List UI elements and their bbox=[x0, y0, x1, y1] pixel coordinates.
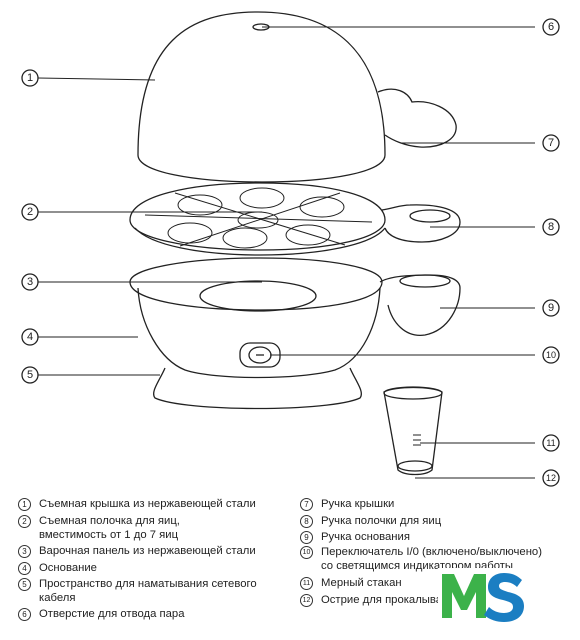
callout-number: 7 bbox=[548, 137, 554, 149]
legend-text: Ручка основания bbox=[321, 531, 410, 543]
callout-1 bbox=[21, 69, 39, 87]
legend-text: Мерный стакан bbox=[321, 577, 402, 589]
legend-number: 3 bbox=[18, 545, 31, 558]
callout-2 bbox=[21, 203, 39, 221]
legend-text: Пространство для наматывания сетевого ка… bbox=[39, 578, 257, 604]
piercing-pin bbox=[397, 460, 433, 472]
legend-number: 5 bbox=[18, 578, 31, 591]
legend-item: 11 Мерный стакан bbox=[300, 576, 402, 590]
legend-item: 2 Съемная полочка для яиц, вместимость о… bbox=[18, 514, 180, 542]
callout-6 bbox=[542, 18, 560, 36]
legend-number: 7 bbox=[300, 498, 313, 511]
callout-4 bbox=[21, 328, 39, 346]
legend-number: 9 bbox=[300, 531, 313, 544]
callout-number: 3 bbox=[27, 276, 33, 288]
legend-item: 1 Съемная крышка из нержавеющей стали bbox=[18, 497, 256, 511]
legend-item: 5 Пространство для наматывания сетевого … bbox=[18, 577, 257, 605]
legend-number: 11 bbox=[300, 577, 313, 590]
callout-number: 8 bbox=[548, 221, 554, 233]
cord-storage-base bbox=[153, 367, 362, 410]
legend-text: Ручка крышки bbox=[321, 498, 395, 510]
callout-number: 5 bbox=[27, 369, 33, 381]
legend-item: 7 Ручка крышки bbox=[300, 497, 394, 511]
legend-number: 6 bbox=[18, 608, 31, 621]
callout-number: 12 bbox=[546, 473, 556, 483]
callout-number: 6 bbox=[548, 21, 554, 33]
legend-text: Варочная панель из нержавеющей стали bbox=[39, 545, 256, 557]
legend-number: 12 bbox=[300, 594, 313, 607]
egg-tray-handle bbox=[381, 204, 461, 243]
legend-number: 2 bbox=[18, 515, 31, 528]
legend-text: Основание bbox=[39, 562, 97, 574]
callout-3 bbox=[21, 273, 39, 291]
callout-number: 2 bbox=[27, 206, 33, 218]
lid-handle bbox=[377, 88, 457, 148]
parts-legend: 1 Съемная крышка из нержавеющей стали 2 … bbox=[0, 490, 580, 640]
ms-logo bbox=[438, 568, 528, 624]
logo-m-glyph bbox=[442, 574, 486, 618]
legend-number: 10 bbox=[300, 546, 313, 559]
heating-plate bbox=[129, 257, 383, 311]
egg-tray bbox=[129, 182, 386, 251]
legend-item: 6 Отверстие для отвода пара bbox=[18, 607, 185, 621]
callout-12 bbox=[542, 469, 560, 487]
callout-number: 9 bbox=[548, 302, 554, 314]
legend-text: Отверстие для отвода пара bbox=[39, 608, 185, 620]
legend-item: 8 Ручка полочки для яиц bbox=[300, 514, 441, 528]
egg-cooker-diagram: 1 6 7 2 8 3 9 4 10 5 11 12 bbox=[21, 11, 560, 487]
legend-text: Съемная полочка для яиц, вместимость от … bbox=[39, 515, 180, 541]
callout-number: 10 bbox=[546, 350, 556, 360]
callout-10 bbox=[542, 346, 560, 364]
callout-number: 11 bbox=[546, 438, 555, 448]
callout-number: 1 bbox=[27, 72, 33, 84]
legend-number: 4 bbox=[18, 562, 31, 575]
legend-item: 4 Основание bbox=[18, 561, 97, 575]
legend-number: 1 bbox=[18, 498, 31, 511]
legend-text: Ручка полочки для яиц bbox=[321, 515, 442, 527]
legend-number: 8 bbox=[300, 515, 313, 528]
callout-11 bbox=[542, 434, 560, 452]
callout-number: 4 bbox=[27, 331, 33, 343]
callout-7 bbox=[542, 134, 560, 152]
callout-8 bbox=[542, 218, 560, 236]
base bbox=[137, 287, 381, 379]
legend-text: Съемная крышка из нержавеющей стали bbox=[39, 498, 256, 510]
lid bbox=[137, 11, 386, 183]
callout-9 bbox=[542, 299, 560, 317]
legend-item: 3 Варочная панель из нержавеющей стали bbox=[18, 544, 256, 558]
legend-item: 9 Ручка основания bbox=[300, 530, 410, 544]
callout-5 bbox=[21, 366, 39, 384]
logo-s-glyph bbox=[484, 573, 524, 622]
